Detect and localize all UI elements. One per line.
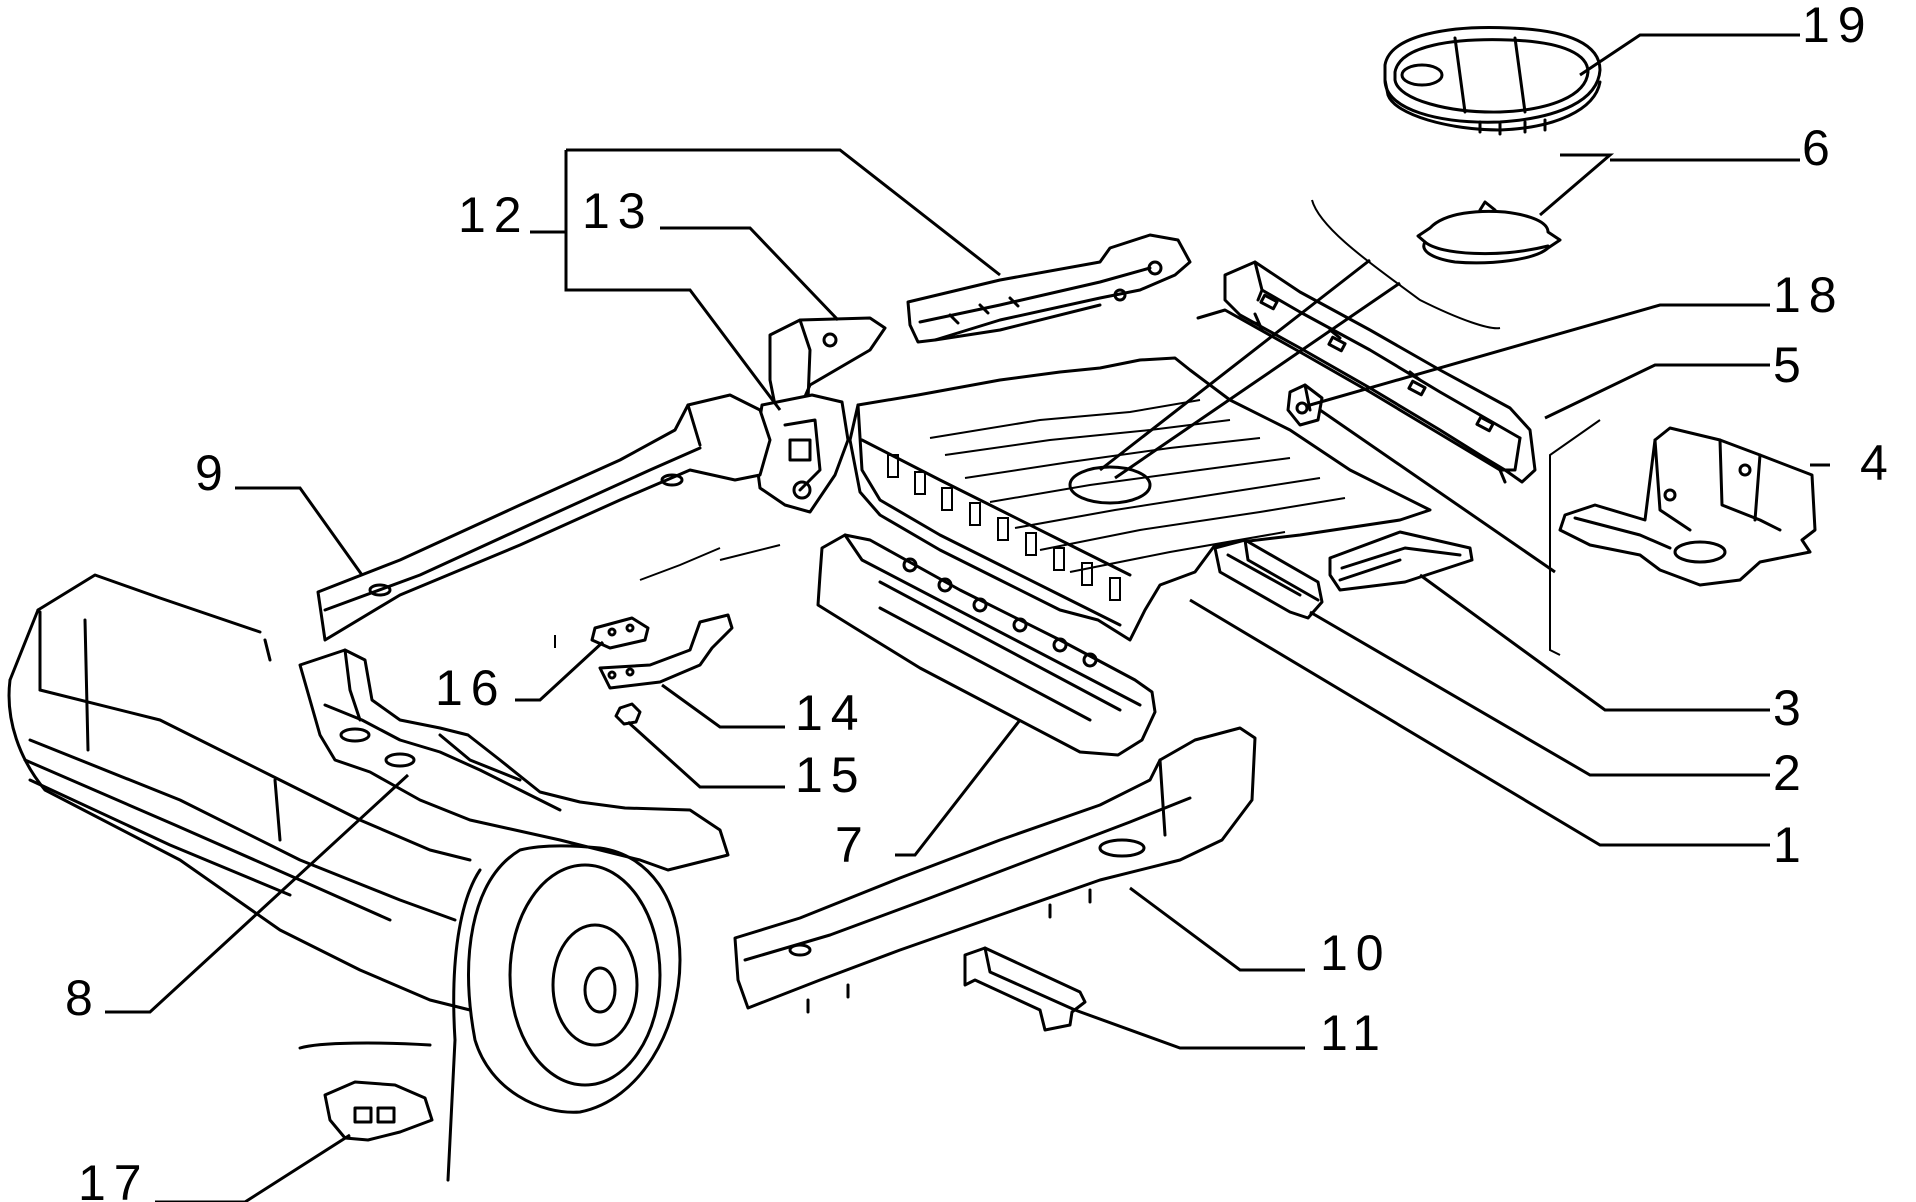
part-15-nut — [614, 702, 642, 726]
part-19-oval-cover — [1383, 26, 1602, 136]
callout-1: 1 — [1773, 817, 1809, 873]
callout-8: 8 — [65, 970, 101, 1026]
callout-11: 11 — [1320, 1005, 1388, 1061]
callout-labels: 19 6 18 5 4 3 2 1 12 13 9 16 14 15 7 10 … — [65, 0, 1896, 1202]
part-8-front-rail — [298, 648, 730, 872]
part-1-floor-panel — [848, 356, 1432, 642]
wheel — [446, 844, 682, 1182]
callout-14: 14 — [795, 685, 867, 741]
callout-6: 6 — [1802, 120, 1838, 176]
callout-17: 17 — [78, 1155, 150, 1202]
callout-4: 4 — [1860, 435, 1896, 491]
part-13-bracket — [753, 393, 850, 514]
callout-5: 5 — [1773, 337, 1809, 393]
callout-19: 19 — [1802, 0, 1874, 53]
part-9-side-rail — [316, 393, 772, 642]
callout-2: 2 — [1773, 745, 1809, 801]
part-14-bracket — [598, 613, 734, 690]
part-12-bracket — [768, 316, 887, 410]
part-10-sill — [733, 726, 1257, 1014]
callout-16: 16 — [435, 660, 507, 716]
callout-15: 15 — [795, 747, 867, 803]
callout-7: 7 — [835, 817, 871, 873]
part-6-cover-plate — [1416, 200, 1562, 265]
part-16-small-plate — [590, 616, 650, 650]
callout-10: 10 — [1320, 925, 1392, 981]
callout-3: 3 — [1773, 680, 1809, 736]
leader-lines — [105, 33, 1830, 1202]
callout-18: 18 — [1773, 267, 1845, 323]
callout-9: 9 — [195, 445, 231, 501]
part-4-side-bracket — [1558, 426, 1817, 587]
part-2-rear-bracket — [1213, 538, 1324, 620]
part-13-upper-rail — [906, 233, 1192, 344]
car-body-outline — [7, 573, 472, 1050]
callout-12: 12 — [458, 187, 530, 243]
part-17-foot-bracket — [323, 1080, 434, 1142]
part-11-bracket — [963, 946, 1087, 1032]
part-5-cross-member — [1196, 260, 1537, 484]
part-7-crossmember — [816, 533, 1157, 757]
context-lines — [554, 199, 1601, 656]
part-3-rail — [1328, 530, 1474, 592]
callout-13: 13 — [582, 183, 654, 239]
part-18-bracket — [1286, 383, 1324, 427]
